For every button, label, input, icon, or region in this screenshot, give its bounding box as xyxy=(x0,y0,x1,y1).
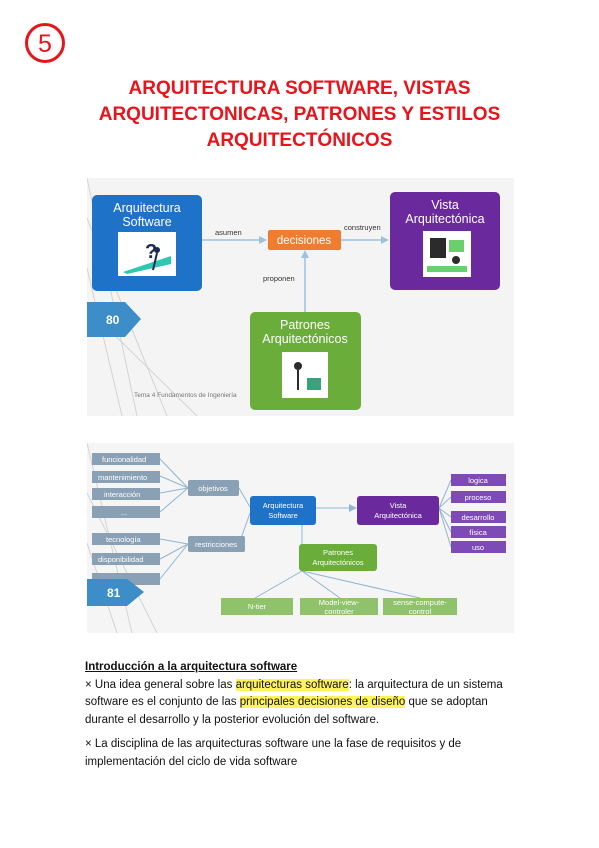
teal-shape-icon xyxy=(123,256,171,274)
slide-architecture-map: funcionalidad mantenimiento interacción … xyxy=(87,443,514,633)
paragraph-1: × Una idea general sobre las arquitectur… xyxy=(85,677,515,730)
patrones2-line-2: Arquitectónicos xyxy=(312,558,364,567)
highlight-decisiones-diseno: principales decisiones de diseño xyxy=(239,696,406,708)
slide2-page-badge xyxy=(87,579,144,606)
box-vista-arquitectonica: Vista Arquitectónica xyxy=(390,192,500,290)
left-item-2: mantenimiento xyxy=(98,473,147,482)
right-items: logica proceso desarrollo física uso xyxy=(451,474,506,553)
right-item-3: desarrollo xyxy=(462,513,495,522)
box-vista-line-1: Vista xyxy=(431,198,459,212)
label-proponen: proponen xyxy=(263,274,295,283)
right-item-5: uso xyxy=(472,543,484,552)
left-item-5: tecnología xyxy=(106,535,141,544)
intro-section: Introducción a la arquitectura software … xyxy=(85,659,515,729)
bottom-item-3-line-1: sense-compute- xyxy=(393,598,447,607)
box-vista-line-2: Arquitectónica xyxy=(405,212,484,226)
title-line-1: ARQUITECTURA SOFTWARE, VISTAS xyxy=(128,78,471,99)
bullet-2: × xyxy=(85,738,92,750)
arq-line-1: Arquitectura xyxy=(263,501,304,510)
slide-page-number: 80 xyxy=(106,313,120,327)
title-line-3: ARQUITECTÓNICOS xyxy=(206,130,393,151)
box-arquitectura-software: Arquitectura Software ? xyxy=(92,195,202,291)
left-item-4: ... xyxy=(121,508,127,517)
diagram-connectors xyxy=(202,236,389,312)
left-item-1: funcionalidad xyxy=(102,455,146,464)
left-item-6: disponibilidad xyxy=(98,555,143,564)
patrones2-line-1: Patrones xyxy=(323,548,353,557)
box-patrones-line-1: Patrones xyxy=(280,318,330,332)
section-heading: Introducción a la arquitectura software xyxy=(85,661,298,673)
bottom-item-2-line-2: controler xyxy=(324,607,354,616)
box-restricciones xyxy=(188,536,245,552)
box-patrones-line-2: Arquitectónicos xyxy=(262,332,347,346)
vista2-line-1: Vista xyxy=(390,501,407,510)
p1-part-2: : la arquitectura de un sistema software… xyxy=(85,678,503,709)
box-patrones-2 xyxy=(299,544,377,571)
box-objetivos xyxy=(188,480,239,496)
box-software-line-2: Software xyxy=(122,215,171,229)
box-software-line-1: Arquitectura xyxy=(113,201,180,215)
title-line-2: ARQUITECTONICAS, PATRONES Y ESTILOS xyxy=(98,104,501,125)
box-vista-2 xyxy=(357,496,439,525)
arq-line-2: Software xyxy=(268,511,298,520)
restricciones-label: restricciones xyxy=(195,540,237,549)
bottom-item-2-line-1: Model-view- xyxy=(319,598,360,607)
slide2-page-number: 81 xyxy=(107,586,121,600)
right-item-4: física xyxy=(469,528,487,537)
bottom-item-3-line-2: control xyxy=(409,607,432,616)
decisiones-label: decisiones xyxy=(277,235,332,247)
slide-footer: Tema 4 Fundamentos de Ingeniería xyxy=(134,392,237,399)
question-mark-icon: ? xyxy=(145,241,157,263)
page-number-badge: 5 xyxy=(25,23,65,63)
map-connectors xyxy=(159,458,452,599)
page-number: 5 xyxy=(38,30,52,58)
bottom-item-1: N-tier xyxy=(248,602,267,611)
paragraph-2: × La disciplina de las arquitecturas sof… xyxy=(85,736,515,771)
right-item-2: proceso xyxy=(465,493,492,502)
box-arquitectura-software-2 xyxy=(250,496,316,525)
box-patrones-arquitectonicos: Patrones Arquitectónicos xyxy=(250,312,361,410)
p1-part-3: que se adoptan durante el desarrollo y l… xyxy=(85,696,488,726)
patrones-illustration xyxy=(282,352,328,398)
vista2-line-2: Arquitectónica xyxy=(374,511,422,520)
left-item-3: interacción xyxy=(104,490,140,499)
label-asumen: asumen xyxy=(215,228,242,237)
right-item-1: logica xyxy=(468,476,488,485)
label-construyen: construyen xyxy=(344,223,381,232)
left-items: funcionalidad mantenimiento interacción … xyxy=(92,453,160,585)
box-decisiones: decisiones xyxy=(268,230,341,250)
page-title: ARQUITECTURA SOFTWARE, VISTAS ARQUITECTO… xyxy=(40,76,559,154)
bullet-1: × xyxy=(85,678,92,691)
objetivos-label: objetivos xyxy=(198,484,228,493)
p2-text: La disciplina de las arquitecturas softw… xyxy=(85,738,462,768)
p1-part-1: Una idea general sobre las xyxy=(91,678,236,691)
slide-architecture-decisions: 80 Tema 4 Fundamentos de Ingeniería asum… xyxy=(87,178,514,416)
slide-page-badge xyxy=(87,302,141,337)
bottom-items: N-tier Model-view- controler sense-compu… xyxy=(221,598,457,616)
highlight-arquitecturas-software: arquitecturas software xyxy=(235,678,349,691)
